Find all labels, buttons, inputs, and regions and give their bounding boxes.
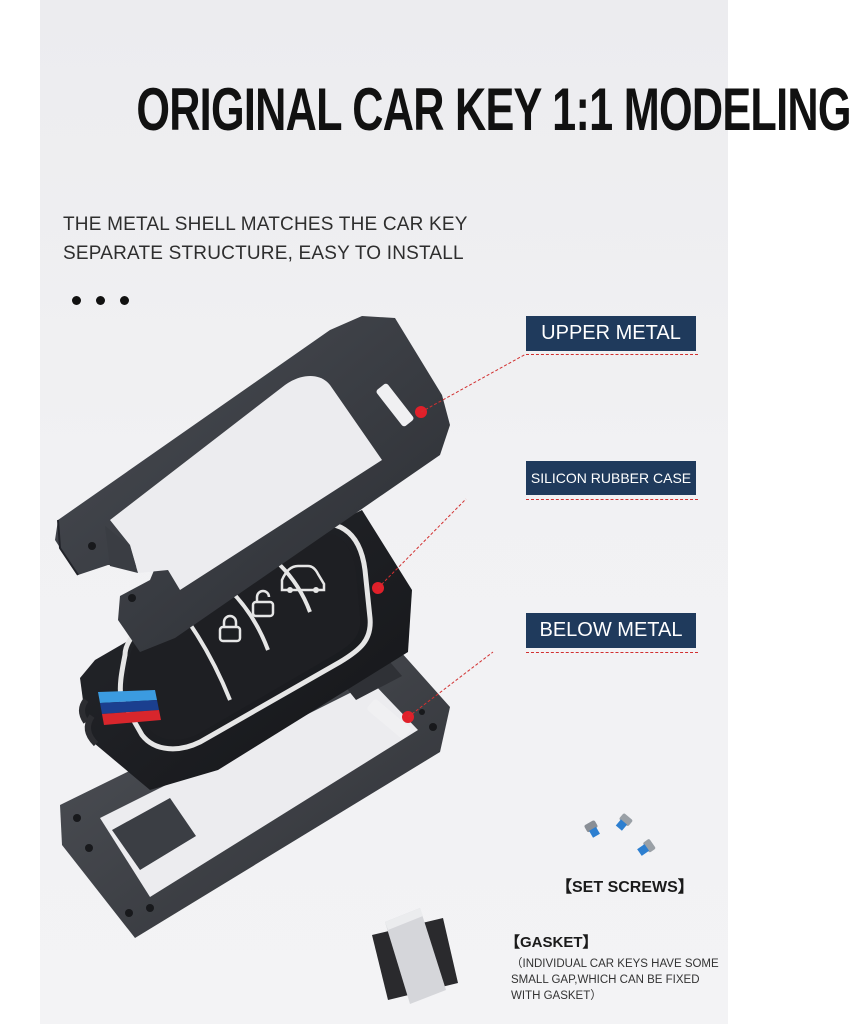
set-screws-label: 【SET SCREWS】 (556, 879, 694, 896)
upper-metal-underline (526, 354, 698, 355)
lock-icon (218, 614, 242, 643)
trunk-car-icon (280, 564, 326, 593)
upper-metal-frame (55, 316, 450, 652)
gasket-note: （INDIVIDUAL CAR KEYS HAVE SOME SMALL GAP… (511, 958, 719, 1002)
unlock-icon (251, 589, 275, 618)
subtitle-line-2: SEPARATE STRUCTURE, EASY TO INSTALL (63, 243, 464, 264)
m-color-stripes (98, 690, 161, 725)
below-metal-tag: BELOW METAL (526, 613, 696, 648)
key-case-exploded-view (55, 316, 656, 1004)
product-banner: ORIGINAL CAR KEY 1:1 MODELING THE METAL … (40, 0, 851, 1024)
set-screws (584, 813, 656, 856)
silicon-case-underline (526, 499, 698, 500)
silicon-case-tag: SILICON RUBBER CASE (526, 461, 696, 495)
ellipsis-dots (72, 296, 132, 308)
gasket-pads (372, 908, 458, 1004)
subtitle-line-1: THE METAL SHELL MATCHES THE CAR KEY (63, 214, 468, 235)
upper-metal-tag: UPPER METAL (526, 316, 696, 351)
below-metal-underline (526, 652, 698, 653)
gasket-label: 【GASKET】 (505, 934, 598, 951)
